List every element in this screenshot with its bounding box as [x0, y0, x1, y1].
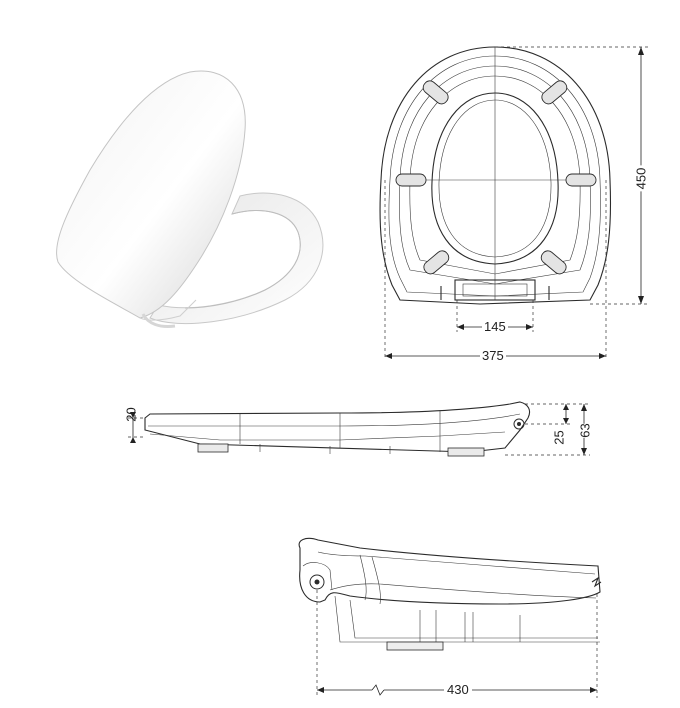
- dimension-label-450: 450: [633, 165, 649, 191]
- dimension-label-63: 63: [577, 422, 593, 438]
- toilet-seat-render: [56, 70, 324, 328]
- dimension-label-145: 145: [482, 319, 508, 334]
- dimension-label-430: 430: [444, 682, 472, 697]
- side-view-drawing: [128, 401, 590, 457]
- dimension-label-375: 375: [480, 348, 506, 363]
- top-view-drawing: [379, 46, 650, 360]
- dimension-label-25: 25: [551, 429, 567, 445]
- hinge-detail-drawing: [298, 537, 602, 698]
- dimension-label-20: 20: [123, 406, 139, 422]
